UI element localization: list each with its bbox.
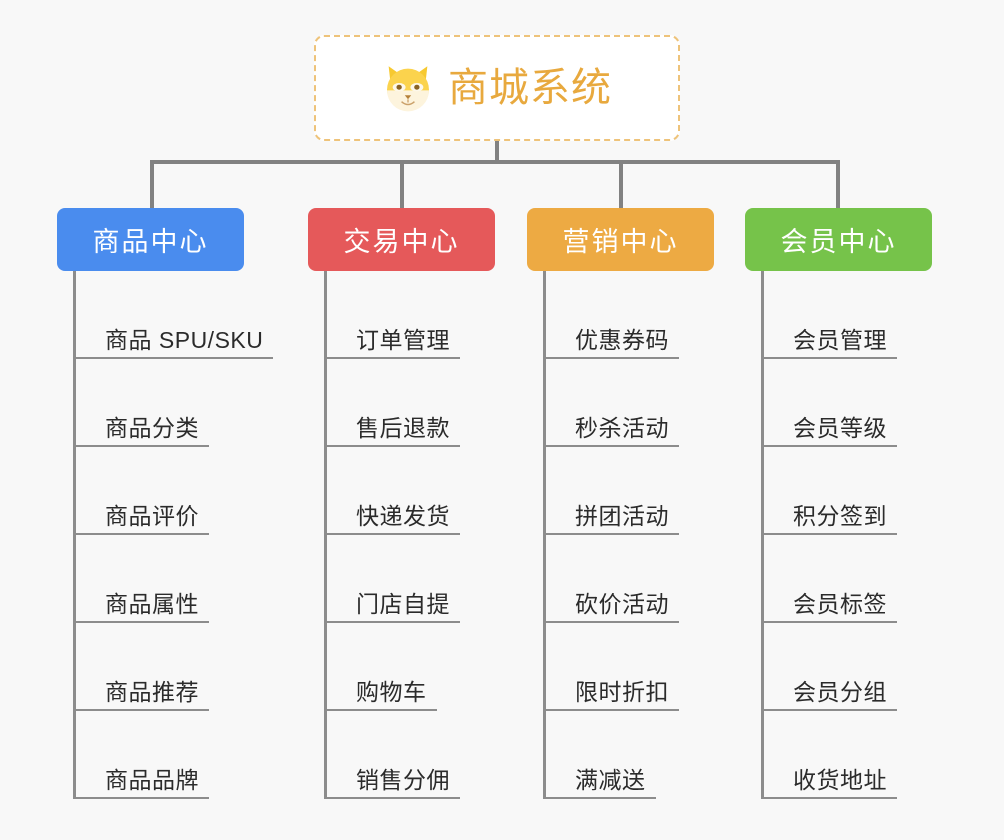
leaf-item[interactable]: 订单管理: [308, 271, 495, 359]
leaf-item-label: 会员等级: [793, 414, 887, 441]
leaf-item[interactable]: 销售分佣: [308, 711, 495, 799]
leaf-item[interactable]: 快递发货: [308, 447, 495, 535]
leaf-item-rule: [543, 709, 679, 711]
leaf-item-rule: [73, 709, 209, 711]
leaf-item-rule: [543, 445, 679, 447]
leaf-item-label: 秒杀活动: [575, 414, 669, 441]
leaf-item-rule: [324, 797, 460, 799]
leaf-item-rule: [73, 445, 209, 447]
leaf-item-rule: [761, 533, 897, 535]
branch-drop-connector-1: [400, 160, 404, 210]
leaf-item-label: 优惠券码: [575, 326, 669, 353]
branch-header-marketing-center[interactable]: 营销中心: [527, 208, 714, 271]
branch-header-label: 会员中心: [780, 227, 897, 257]
branch-header-label: 商品中心: [92, 227, 209, 257]
branch-column-trade-center: 交易中心 订单管理 售后退款 快递发货 门店自提 购物车: [308, 208, 495, 799]
leaf-item-label: 会员分组: [793, 678, 887, 705]
leaf-item-label: 商品推荐: [105, 678, 199, 705]
leaf-item[interactable]: 限时折扣: [527, 623, 714, 711]
branch-children-list: 会员管理 会员等级 积分签到 会员标签 会员分组 收货地址: [745, 271, 932, 799]
leaf-item[interactable]: 拼团活动: [527, 447, 714, 535]
leaf-item-rule: [761, 709, 897, 711]
leaf-item-label: 积分签到: [793, 502, 887, 529]
branch-drop-connector-0: [150, 160, 154, 210]
leaf-item-label: 砍价活动: [575, 590, 669, 617]
leaf-item-rule: [543, 621, 679, 623]
leaf-item-label: 满减送: [575, 766, 646, 793]
leaf-item-label: 购物车: [356, 678, 427, 705]
leaf-item-rule: [543, 797, 656, 799]
branch-bus-connector: [150, 160, 838, 164]
leaf-item-rule: [761, 357, 897, 359]
root-title: 商城系统: [448, 66, 612, 110]
branch-header-product-center[interactable]: 商品中心: [57, 208, 244, 271]
leaf-item-label: 售后退款: [356, 414, 450, 441]
leaf-item[interactable]: 积分签到: [745, 447, 932, 535]
leaf-item-label: 快递发货: [356, 502, 450, 529]
leaf-item-rule: [73, 357, 273, 359]
leaf-item[interactable]: 会员等级: [745, 359, 932, 447]
leaf-item-rule: [543, 533, 679, 535]
leaf-item[interactable]: 会员分组: [745, 623, 932, 711]
branch-column-product-center: 商品中心 商品 SPU/SKU 商品分类 商品评价 商品属性 商品推荐: [57, 208, 273, 799]
leaf-item-rule: [73, 797, 209, 799]
leaf-item-rule: [761, 445, 897, 447]
leaf-item[interactable]: 秒杀活动: [527, 359, 714, 447]
branch-column-marketing-center: 营销中心 优惠券码 秒杀活动 拼团活动 砍价活动 限时折扣: [527, 208, 714, 799]
leaf-item[interactable]: 商品评价: [57, 447, 267, 535]
leaf-item-rule: [73, 621, 209, 623]
leaf-item[interactable]: 商品属性: [57, 535, 267, 623]
leaf-item-rule: [761, 621, 897, 623]
leaf-item-label: 商品属性: [105, 590, 199, 617]
leaf-item[interactable]: 满减送: [527, 711, 714, 799]
leaf-item-rule: [543, 357, 679, 359]
leaf-item-label: 销售分佣: [356, 766, 450, 793]
branch-children-list: 订单管理 售后退款 快递发货 门店自提 购物车 销售分佣: [308, 271, 495, 799]
branch-header-trade-center[interactable]: 交易中心: [308, 208, 495, 271]
leaf-item-rule: [761, 797, 897, 799]
root-node[interactable]: 商城系统: [314, 35, 680, 141]
leaf-item-label: 会员标签: [793, 590, 887, 617]
leaf-item-label: 门店自提: [356, 590, 450, 617]
leaf-item-label: 商品 SPU/SKU: [105, 326, 264, 353]
leaf-item[interactable]: 收货地址: [745, 711, 932, 799]
leaf-item[interactable]: 会员标签: [745, 535, 932, 623]
branch-header-label: 交易中心: [343, 227, 460, 257]
leaf-item-label: 限时折扣: [575, 678, 669, 705]
leaf-item-rule: [324, 621, 460, 623]
leaf-item[interactable]: 售后退款: [308, 359, 495, 447]
leaf-item[interactable]: 商品分类: [57, 359, 267, 447]
leaf-item-label: 订单管理: [356, 326, 450, 353]
leaf-item[interactable]: 购物车: [308, 623, 495, 711]
leaf-item-label: 商品分类: [105, 414, 199, 441]
leaf-item-label: 拼团活动: [575, 502, 669, 529]
leaf-item-rule: [324, 357, 460, 359]
branch-header-member-center[interactable]: 会员中心: [745, 208, 932, 271]
branch-children-list: 优惠券码 秒杀活动 拼团活动 砍价活动 限时折扣 满减送: [527, 271, 714, 799]
leaf-item[interactable]: 会员管理: [745, 271, 932, 359]
root-stem-connector: [495, 141, 499, 162]
leaf-item-rule: [73, 533, 209, 535]
shiba-dog-face-icon: [387, 66, 429, 112]
branch-drop-connector-3: [836, 160, 840, 210]
leaf-item[interactable]: 优惠券码: [527, 271, 714, 359]
branch-column-member-center: 会员中心 会员管理 会员等级 积分签到 会员标签 会员分组: [745, 208, 932, 799]
branch-header-label: 营销中心: [562, 227, 679, 257]
leaf-item[interactable]: 商品 SPU/SKU: [57, 271, 273, 359]
leaf-item-label: 商品评价: [105, 502, 199, 529]
leaf-item-rule: [324, 709, 437, 711]
leaf-item-label: 会员管理: [793, 326, 887, 353]
leaf-item-rule: [324, 445, 460, 447]
leaf-item[interactable]: 商品推荐: [57, 623, 267, 711]
branch-drop-connector-2: [619, 160, 623, 210]
branch-children-list: 商品 SPU/SKU 商品分类 商品评价 商品属性 商品推荐 商品品牌: [57, 271, 273, 799]
leaf-item[interactable]: 砍价活动: [527, 535, 714, 623]
leaf-item-label: 收货地址: [793, 766, 887, 793]
leaf-item-rule: [324, 533, 460, 535]
leaf-item[interactable]: 门店自提: [308, 535, 495, 623]
leaf-item-label: 商品品牌: [105, 766, 199, 793]
leaf-item[interactable]: 商品品牌: [57, 711, 267, 799]
